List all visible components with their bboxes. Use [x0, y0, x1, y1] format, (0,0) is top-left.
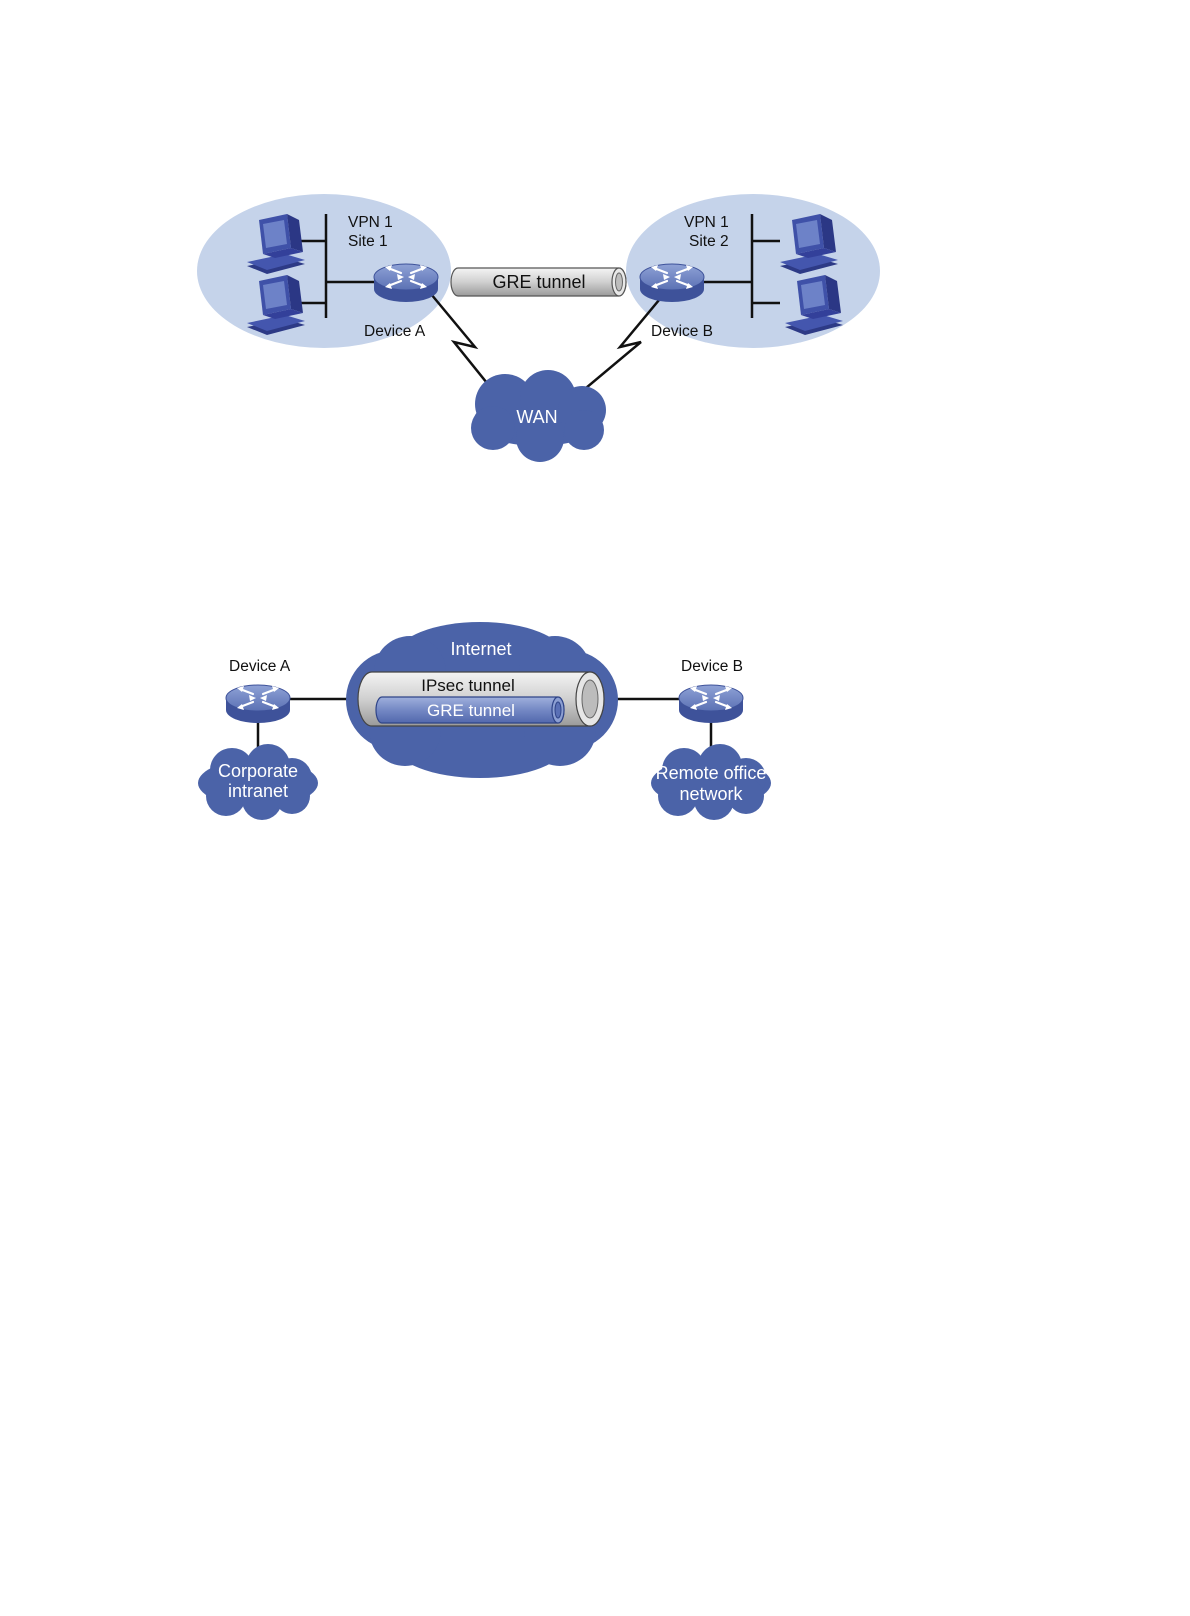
serial-link-b	[580, 294, 664, 393]
device-b-label: Device B	[651, 323, 713, 340]
ipsec-tunnel-label: IPsec tunnel	[421, 676, 515, 695]
wan-label: WAN	[516, 407, 557, 427]
router-icon	[226, 685, 290, 723]
device-b-label: Device B	[681, 658, 743, 675]
site1-name-label: Site 1	[348, 233, 388, 250]
diagram-vpn-gre: WAN GRE tunnel VPN 1 Site 1 VPN 1 Site 2…	[197, 194, 880, 462]
site1-vpn-label: VPN 1	[348, 214, 393, 231]
device-a-label: Device A	[364, 323, 426, 340]
remote-office-label-line1: Remote office	[656, 763, 767, 783]
internet-label: Internet	[450, 639, 511, 659]
remote-office-label-line2: network	[679, 784, 743, 804]
site2-name-label: Site 2	[689, 233, 729, 250]
router-icon	[374, 264, 438, 302]
diagram-gre-over-ipsec: Internet IPsec tunnel GRE tunnel Device …	[198, 622, 771, 820]
inner-gre-tunnel-label: GRE tunnel	[427, 701, 515, 720]
serial-link-a	[431, 294, 495, 393]
site2-vpn-label: VPN 1	[684, 214, 729, 231]
device-a-label: Device A	[229, 658, 291, 675]
gre-tunnel-label: GRE tunnel	[492, 272, 585, 292]
router-icon	[679, 685, 743, 723]
corporate-intranet-label-line1: Corporate	[218, 761, 298, 781]
corporate-intranet-label-line2: intranet	[228, 781, 288, 801]
router-icon	[640, 264, 704, 302]
